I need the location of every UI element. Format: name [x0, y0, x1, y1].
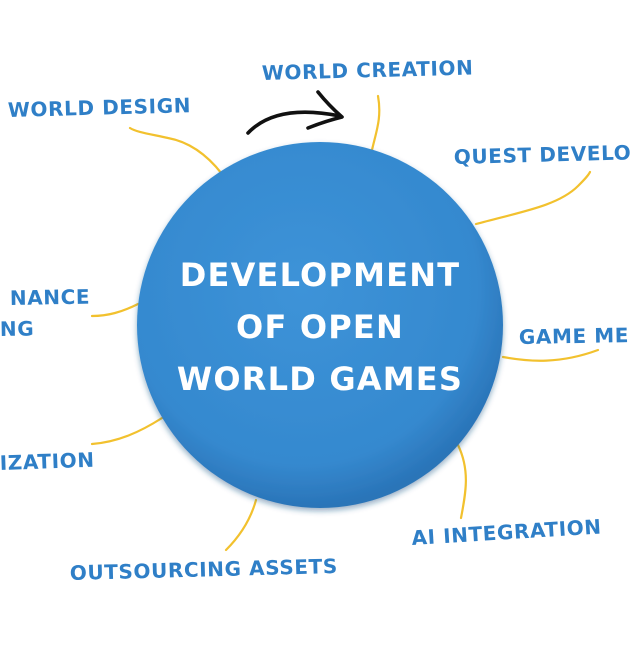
node-performance-testing-line-1: NANCE	[10, 285, 91, 310]
arrow-icon	[246, 90, 344, 135]
connector-optimization	[90, 416, 164, 446]
connector-world-design	[128, 126, 224, 176]
hub-line-3: WORLD GAMES	[177, 360, 463, 398]
node-world-design: WORLD DESIGN	[8, 93, 192, 122]
node-game-mechanics: GAME ME	[519, 323, 630, 349]
node-quest-development: QUEST DEVELO	[454, 140, 632, 169]
connector-game-mechanics	[501, 348, 600, 362]
node-performance-testing-line-2: NG	[0, 316, 34, 341]
connectors	[90, 94, 600, 552]
node-world-creation: WORLD CREATION	[262, 55, 474, 85]
connector-outsourcing-assets	[224, 498, 258, 552]
connector-quest-development	[474, 170, 592, 226]
hub-line-2: OF OPEN	[236, 308, 404, 346]
central-hub: DEVELOPMENT OF OPEN WORLD GAMES	[137, 142, 503, 508]
node-optimization: IZATION	[0, 448, 95, 475]
node-ai-integration: AI INTEGRATION	[411, 514, 602, 550]
connector-ai-integration	[456, 443, 467, 520]
node-outsourcing-assets: OUTSOURCING ASSETS	[70, 554, 339, 585]
hub-line-1: DEVELOPMENT	[180, 256, 460, 294]
connector-world-creation	[370, 94, 381, 152]
connector-performance-testing	[90, 302, 140, 318]
